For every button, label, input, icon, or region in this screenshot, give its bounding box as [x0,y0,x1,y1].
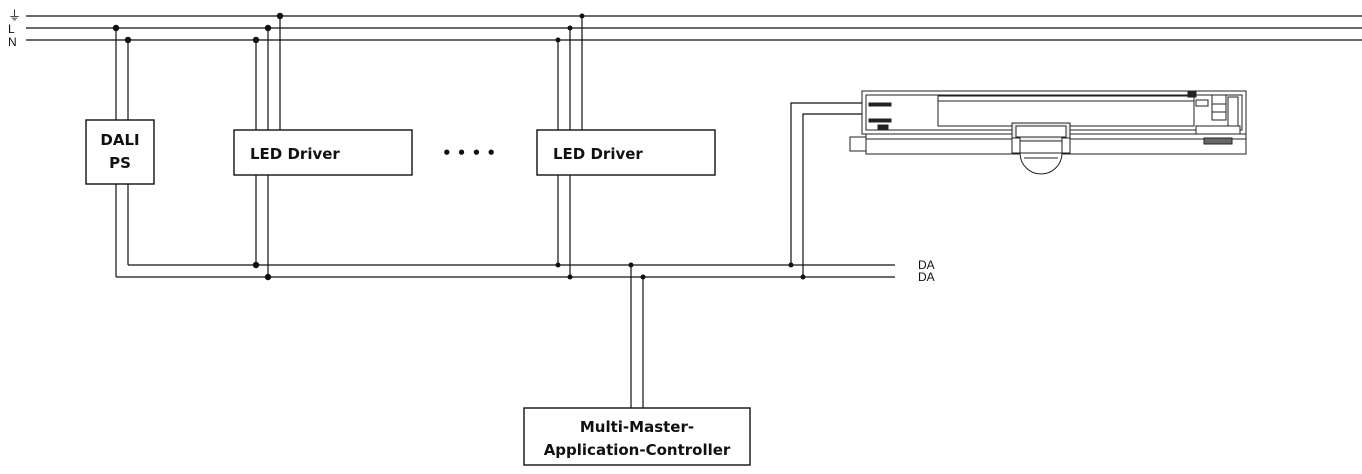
sensor-da1-wire [790,102,862,265]
junction-dot [276,12,284,20]
sensor-device-illustration [849,90,1247,175]
led-driver-1-box: LED Driver [233,129,413,176]
controller-label-line1: Multi-Master- [580,418,694,436]
junction-dot [579,13,585,19]
led-driver-1-label: LED Driver [250,145,340,163]
junction-dot [567,274,573,280]
junction-dot [112,24,120,32]
junction-dot [124,36,132,44]
junction-dot [252,261,260,269]
junction-dot [788,262,794,268]
dali-ps-label-line2: PS [109,154,131,172]
dali-bus-2-label: DA [918,270,935,284]
dali-bus-1-label: DA [918,258,935,272]
junction-dot [567,25,573,31]
neutral-label: N [8,35,17,49]
sensor-da2-wire [802,113,862,277]
controller-label-line2: Application-Controller [544,441,731,459]
junction-dot [264,273,272,281]
dali-ps-label-line1: DALI [100,131,139,149]
junction-dot [800,274,806,280]
dali-ps-box: DALI PS [85,119,155,185]
junction-dot [555,262,561,268]
junction-dot [640,274,646,280]
junction-dot [555,37,561,43]
junction-dot [628,262,634,268]
led-driver-2-label: LED Driver [553,145,643,163]
line-label: L [8,22,15,36]
led-driver-2-box: LED Driver [536,129,716,176]
junction-dot [264,24,272,32]
junction-dot [252,36,260,44]
controller-box: Multi-Master- Application-Controller [523,407,751,466]
ellipsis-dots: • • • • [442,144,496,162]
earth-label: ⏚ [8,8,21,23]
